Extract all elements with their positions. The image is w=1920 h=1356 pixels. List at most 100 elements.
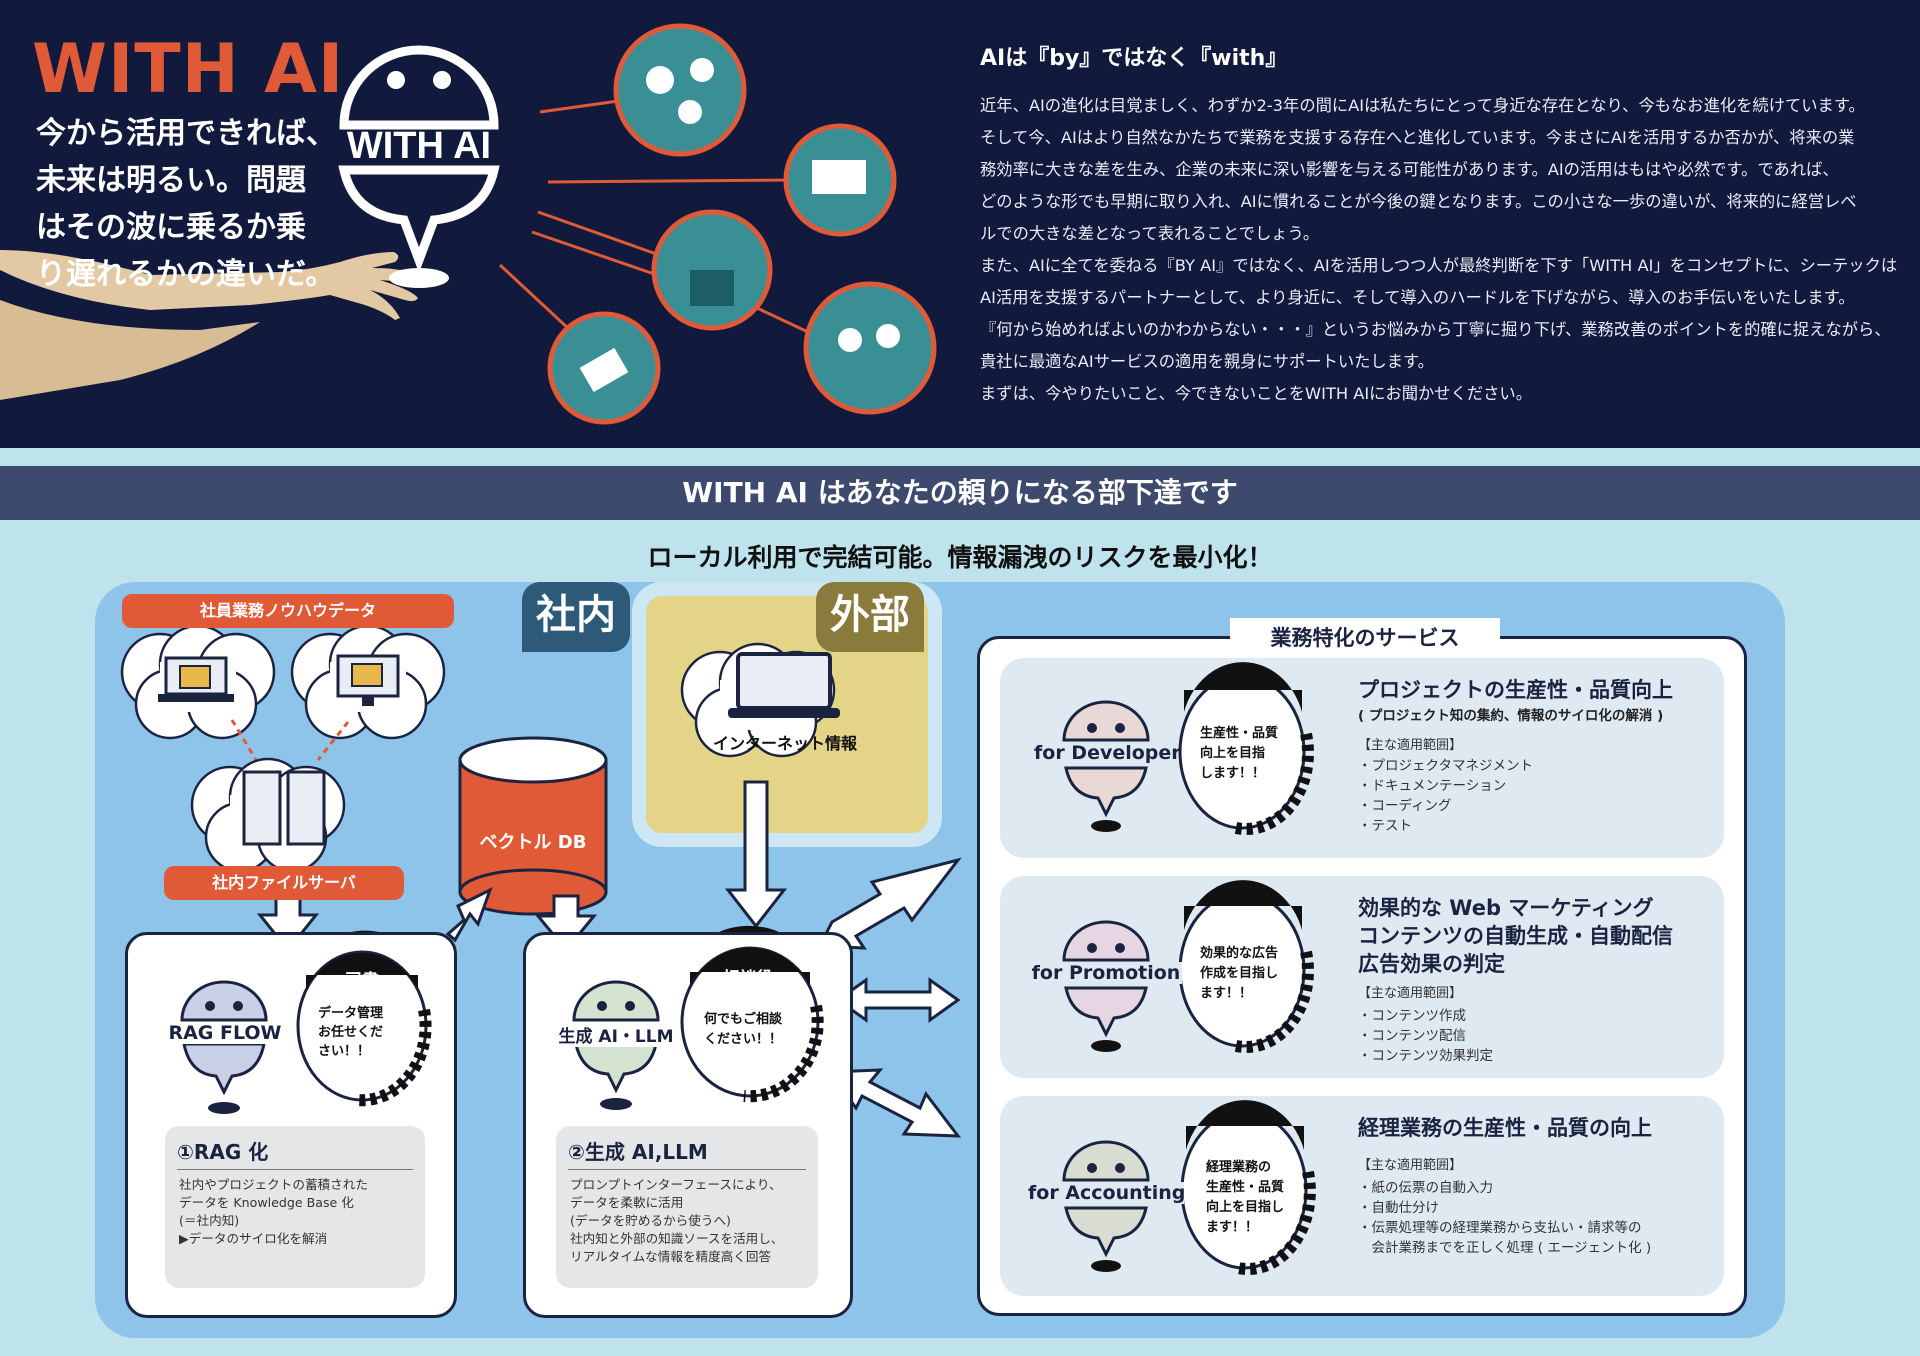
hand-device-photo bbox=[651, 209, 773, 331]
accounting-scope-item: ・自動仕分け bbox=[1358, 1200, 1439, 1216]
promotion-speech-line: 効果的な広告 bbox=[1200, 946, 1279, 961]
tagline-line: はその波に乗るか乗 bbox=[36, 210, 306, 245]
rag-note-line: 社内やプロジェクトの蓄積された bbox=[179, 1177, 368, 1192]
team-photo bbox=[613, 23, 747, 157]
llm-note: ②生成 AI,LLM プロンプトインターフェースにより、 データを柔軟に活用 (… bbox=[556, 1126, 818, 1288]
internal-tag: 社内 bbox=[522, 582, 630, 652]
llm-note-line: (データを貯めるから使うへ) bbox=[570, 1213, 731, 1228]
tagline-line: り遅れるかの違いだ。 bbox=[36, 257, 336, 292]
llm-role: 相談役 bbox=[722, 969, 774, 989]
file-server-label: 社内ファイルサーバ bbox=[164, 866, 404, 900]
tablet-photo bbox=[547, 311, 661, 425]
intro-title: AIは『by』ではなく『with』 bbox=[980, 46, 1288, 71]
accounting-speech-line: 経理業務の bbox=[1206, 1160, 1272, 1175]
developer-headline: プロジェクトの生産性・品質向上 bbox=[1358, 678, 1673, 702]
accounting-scope-item: ・紙の伝票の自動入力 bbox=[1358, 1180, 1493, 1196]
promotion-speech-line: ます！！ bbox=[1200, 986, 1253, 1001]
monitor-icon bbox=[336, 654, 400, 706]
accounting-scope-label: 【主な適用範囲】 bbox=[1358, 1158, 1463, 1173]
logo-text: WITH AI bbox=[347, 125, 491, 167]
meeting-photo bbox=[803, 281, 937, 415]
promotion-role: 部下 B bbox=[1215, 909, 1269, 929]
rag-speech-line: データ管理 bbox=[318, 1006, 384, 1021]
vector-db-icon bbox=[458, 736, 608, 916]
developer-speech-line: します！！ bbox=[1200, 766, 1266, 781]
developer-scope-item: ・プロジェクタマネジメント bbox=[1358, 758, 1533, 774]
bidirectional-arrow bbox=[835, 977, 961, 1023]
bidirectional-arrow bbox=[827, 1068, 962, 1138]
laptop-icon bbox=[158, 656, 234, 702]
promotion-headline: 広告効果の判定 bbox=[1358, 952, 1505, 976]
llm-note-line: リアルタイムな情報を精度高く回答 bbox=[570, 1249, 772, 1264]
promotion-scope-label: 【主な適用範囲】 bbox=[1358, 986, 1463, 1001]
rag-bot-label: RAG FLOW bbox=[160, 1022, 290, 1044]
intro-line: また、AIに全てを委ねる『BY AI』ではなく、AIを活用しつつ人が最終判断を下… bbox=[980, 256, 1898, 275]
intro-line: 貴社に最適なAIサービスの適用を親身にサポートいたします。 bbox=[980, 352, 1434, 371]
intro-line: どのような形でも早期に取り入れ、AIに慣れることが今後の鍵となります。この小さな… bbox=[980, 192, 1857, 211]
section-band-title: WITH AI はあなたの頼りになる部下達です bbox=[0, 466, 1920, 520]
accounting-bot-label: for Accounting bbox=[1028, 1182, 1186, 1204]
server-icon bbox=[242, 770, 326, 846]
developer-subline: ( プロジェクト知の集約、情報のサイロ化の解消 ) bbox=[1358, 708, 1664, 724]
developer-speech-line: 生産性・品質 bbox=[1200, 726, 1279, 741]
rag-speech-line: お任せくだ bbox=[318, 1025, 384, 1040]
intro-line: ルでの大きな差となって表れることでしょう。 bbox=[980, 224, 1320, 243]
external-tag: 外部 bbox=[816, 582, 924, 652]
accounting-scope-item: ・伝票処理等の経理業務から支払い・請求等の bbox=[1358, 1220, 1642, 1236]
developer-scope-item: ・ドキュメンテーション bbox=[1358, 778, 1507, 794]
intro-line: そして今、AIはより自然なかたちで業務を支援する存在へと進化しています。今まさに… bbox=[980, 128, 1855, 147]
staff-data-label: 社員業務ノウハウデータ bbox=[122, 594, 454, 628]
llm-note-line: プロンプトインターフェースにより、 bbox=[570, 1177, 782, 1192]
internet-label: インターネット情報 bbox=[712, 734, 857, 753]
llm-note-line: 社内知と外部の知識ソースを活用し、 bbox=[570, 1231, 784, 1246]
developer-role: 部下 A bbox=[1215, 691, 1269, 711]
accounting-role: 部下 C bbox=[1217, 1129, 1271, 1149]
promotion-scope-item: ・コンテンツ作成 bbox=[1358, 1008, 1466, 1024]
rag-note-line: データを Knowledge Base 化 bbox=[179, 1195, 354, 1210]
rag-note-line: ▶データのサイロ化を解消 bbox=[179, 1231, 328, 1246]
services-title: 業務特化のサービス bbox=[1230, 618, 1500, 656]
developer-scope-item: ・テスト bbox=[1358, 818, 1412, 834]
vector-db-label: ベクトル DB bbox=[479, 832, 587, 853]
intro-line: まずは、今やりたいこと、今できないことをWITH AIにお聞かせください。 bbox=[980, 384, 1532, 403]
rag-note-line: (＝社内知) bbox=[179, 1213, 240, 1228]
developer-scope-label: 【主な適用範囲】 bbox=[1358, 738, 1463, 753]
subheading: ローカル利用で完結可能。情報漏洩のリスクを最小化！ bbox=[647, 543, 1273, 572]
accounting-speech-line: 生産性・品質 bbox=[1206, 1180, 1285, 1195]
promotion-scope-item: ・コンテンツ配信 bbox=[1358, 1028, 1466, 1044]
llm-note-title: ②生成 AI,LLM bbox=[568, 1136, 806, 1170]
developer-scope-item: ・コーディング bbox=[1358, 798, 1452, 814]
intro-line: 『何から始めればよいのかわからない・・・』というお悩みから丁寧に掘り下げ、業務改… bbox=[980, 320, 1891, 339]
developer-speech-line: 向上を目指 bbox=[1200, 746, 1266, 761]
accounting-speech-line: 向上を目指し bbox=[1206, 1200, 1285, 1215]
developer-bot-label: for Developer bbox=[1034, 742, 1181, 764]
intro-line: 務効率に大きな差を生み、企業の未来に深い影響を与える可能性があります。AIの活用… bbox=[980, 160, 1839, 179]
promotion-headline: コンテンツの自動生成・自動配信 bbox=[1358, 924, 1673, 948]
llm-speech-line: ください！！ bbox=[704, 1032, 783, 1047]
reaching-hand-image bbox=[0, 250, 418, 320]
accounting-scope-item: 会計業務までを正しく処理 ( エージェント化 ) bbox=[1358, 1240, 1652, 1256]
promotion-headline: 効果的な Web マーケティング bbox=[1358, 896, 1654, 920]
hero-illustration bbox=[0, 23, 937, 425]
internet-laptop-icon bbox=[728, 652, 840, 718]
llm-bot-label: 生成 AI・LLM bbox=[556, 1022, 676, 1047]
down-arrow bbox=[724, 780, 788, 929]
with-ai-logo: WITH AI bbox=[338, 45, 500, 288]
promotion-scope-item: ・コンテンツ効果判定 bbox=[1358, 1048, 1493, 1064]
rag-note: ①RAG 化 社内やプロジェクトの蓄積された データを Knowledge Ba… bbox=[165, 1126, 425, 1288]
promotion-speech-line: 作成を目指し bbox=[1200, 966, 1279, 981]
rag-speech-line: さい！！ bbox=[318, 1044, 371, 1059]
intro-line: 近年、AIの進化は目覚ましく、わずか2-3年の間にAIは私たちにとって身近な存在… bbox=[980, 96, 1865, 115]
tagline-line: 今から活用できれば、 bbox=[36, 116, 336, 151]
rag-note-title: ①RAG 化 bbox=[177, 1136, 413, 1170]
accounting-speech-line: ます！！ bbox=[1206, 1220, 1259, 1235]
laptop-photo bbox=[783, 123, 897, 237]
promotion-bot-label: for Promotion bbox=[1030, 962, 1182, 984]
accounting-headline: 経理業務の生産性・品質の向上 bbox=[1358, 1116, 1652, 1140]
intro-line: AI活用を支援するパートナーとして、より身近に、そして導入のハードルを下げながら… bbox=[980, 288, 1855, 307]
tagline-line: 未来は明るい。問題 bbox=[36, 163, 306, 198]
rag-role: 司書 bbox=[345, 971, 379, 991]
llm-speech-line: 何でもご相談 bbox=[704, 1012, 783, 1027]
brand-title: WITH AI bbox=[32, 30, 345, 109]
hero-section bbox=[0, 0, 1920, 448]
